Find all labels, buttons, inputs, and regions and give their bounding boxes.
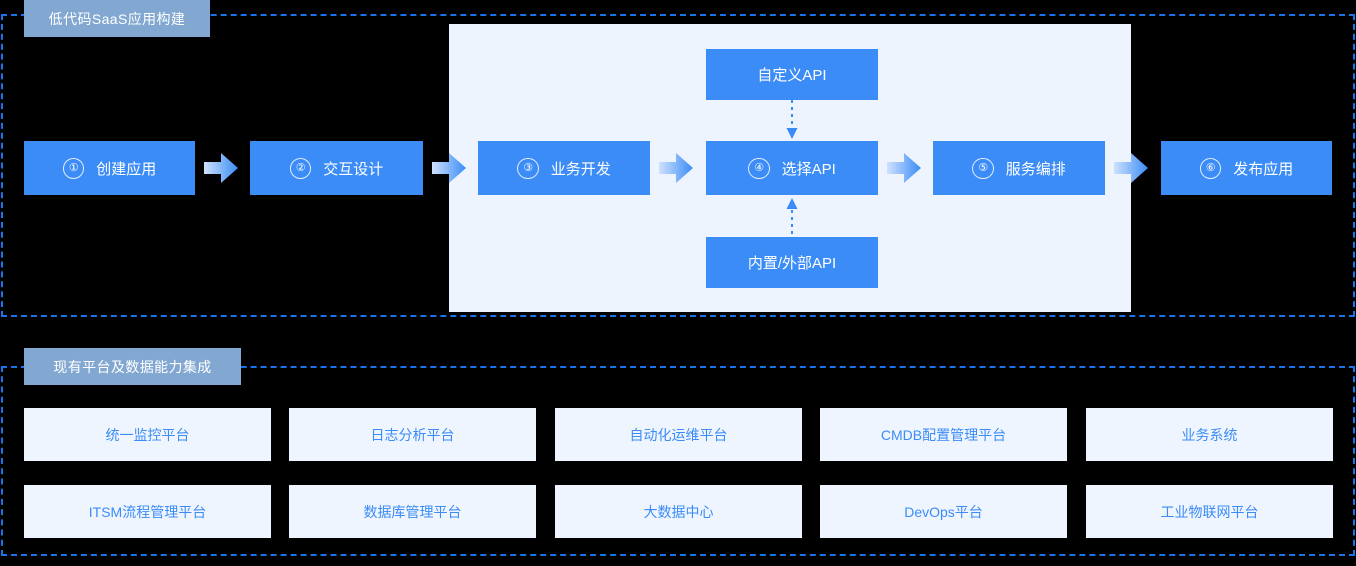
arrow-right-icon xyxy=(204,153,238,183)
step-label-6: 发布应用 xyxy=(1233,160,1294,178)
step-label-3: 业务开发 xyxy=(550,160,611,178)
platform-card-itsm[interactable]: ITSM流程管理平台 xyxy=(24,485,271,538)
step-number-2: ② xyxy=(289,157,312,179)
section-tag-existing-platform-integration: 现有平台及数据能力集成 xyxy=(24,348,241,385)
platform-card-automated-ops[interactable]: 自动化运维平台 xyxy=(555,408,802,461)
step-number-6: ⑥ xyxy=(1199,157,1222,179)
step-box-select-api[interactable]: ④ 选择API xyxy=(706,141,878,195)
platform-card-big-data-center[interactable]: 大数据中心 xyxy=(555,485,802,538)
step-label-1: 创建应用 xyxy=(96,160,157,178)
api-box-builtin-external-api[interactable]: 内置/外部API xyxy=(706,237,878,288)
step-box-business-development[interactable]: ③ 业务开发 xyxy=(478,141,650,195)
platform-card-industrial-iot[interactable]: 工业物联网平台 xyxy=(1086,485,1333,538)
platform-card-business-system[interactable]: 业务系统 xyxy=(1086,408,1333,461)
arrow-right-icon xyxy=(887,153,921,183)
arrow-right-icon xyxy=(659,153,693,183)
step-label-5: 服务编排 xyxy=(1005,160,1066,178)
platform-card-unified-monitoring[interactable]: 统一监控平台 xyxy=(24,408,271,461)
step-box-publish-application[interactable]: ⑥ 发布应用 xyxy=(1161,141,1332,195)
existing-platform-integration-section xyxy=(1,366,1355,556)
api-box-custom-api[interactable]: 自定义API xyxy=(706,49,878,100)
step-box-create-application[interactable]: ① 创建应用 xyxy=(24,141,195,195)
step-number-5: ⑤ xyxy=(972,157,994,179)
platform-card-cmdb[interactable]: CMDB配置管理平台 xyxy=(820,408,1067,461)
dotted-arrow-up-icon xyxy=(785,196,799,237)
arrow-right-icon xyxy=(432,153,466,183)
platform-card-log-analysis[interactable]: 日志分析平台 xyxy=(289,408,536,461)
platform-card-database-management[interactable]: 数据库管理平台 xyxy=(289,485,536,538)
dotted-arrow-down-icon xyxy=(785,100,799,141)
step-number-3: ③ xyxy=(517,157,539,179)
step-label-2: 交互设计 xyxy=(323,160,384,178)
step-box-service-orchestration[interactable]: ⑤ 服务编排 xyxy=(933,141,1105,195)
step-number-4: ④ xyxy=(748,157,770,179)
platform-card-devops[interactable]: DevOps平台 xyxy=(820,485,1067,538)
low-code-saas-section xyxy=(1,14,1355,317)
step-label-4: 选择API xyxy=(781,160,836,178)
arrow-right-icon xyxy=(1114,153,1148,183)
step-box-interaction-design[interactable]: ② 交互设计 xyxy=(250,141,423,195)
step-number-1: ① xyxy=(62,157,85,179)
section-tag-low-code-saas: 低代码SaaS应用构建 xyxy=(24,0,210,37)
